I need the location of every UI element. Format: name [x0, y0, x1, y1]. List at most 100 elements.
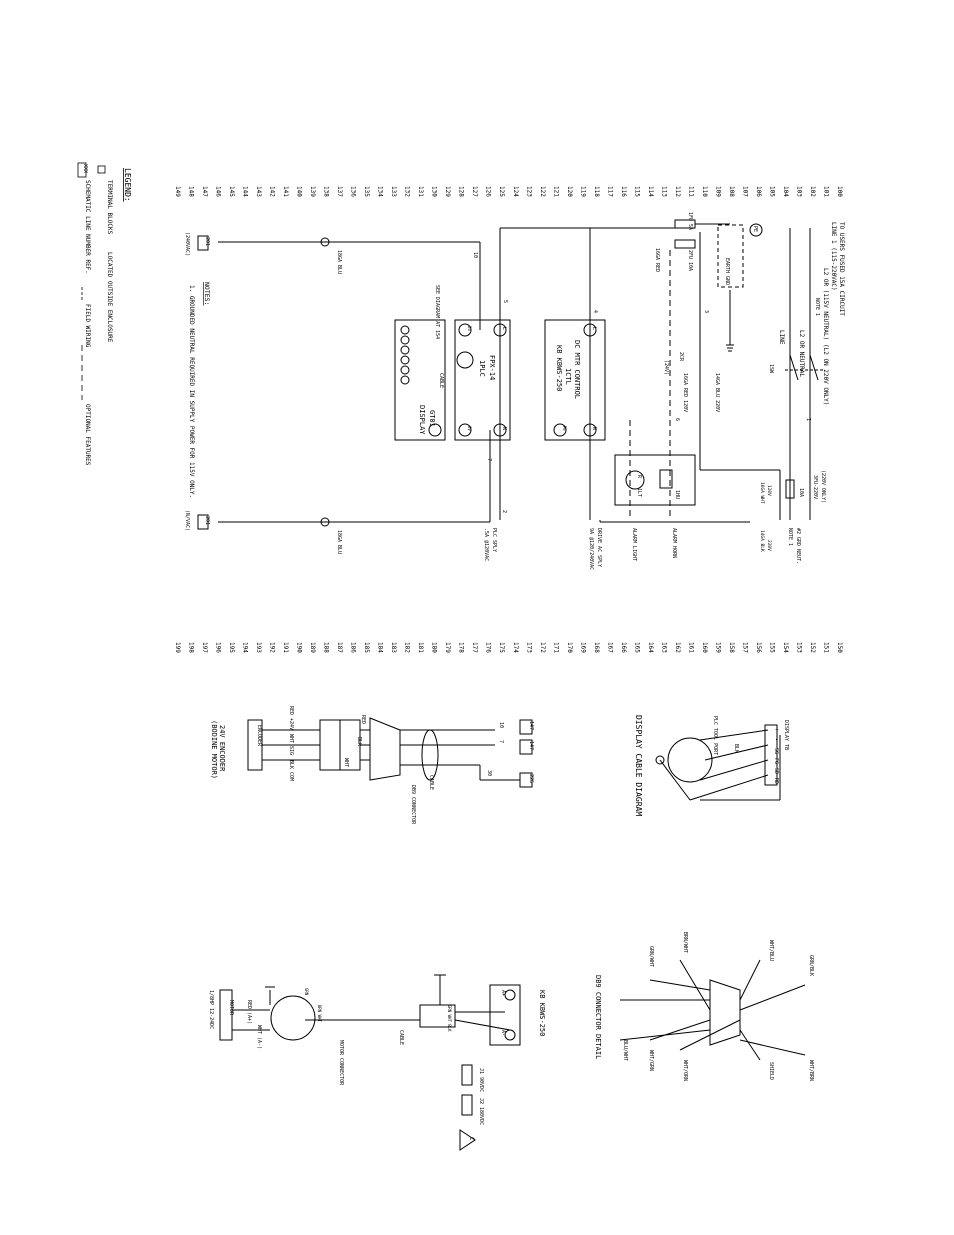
line-number-left: 146	[215, 186, 222, 197]
line-number-left: 127	[471, 186, 478, 197]
dc-control-model: KB KBWS-250	[555, 345, 563, 391]
line-number-left: 111	[687, 186, 694, 197]
line-number-left: 128	[458, 186, 465, 197]
line-number-right: 151	[823, 642, 830, 653]
display-cable-pin: SG	[773, 748, 779, 754]
legend-optional-features: OPTIONAL FEATURES	[84, 404, 91, 466]
line-1-label: LINE 1 (115-220VAC)	[830, 222, 837, 291]
display-cable-diagram	[655, 724, 781, 801]
line-number-right: 154	[782, 642, 789, 653]
line-number-right: 180	[431, 642, 438, 653]
encoder-cable: CABLE	[428, 775, 434, 790]
line-number-right: 157	[741, 642, 748, 653]
line-number-right: 155	[768, 642, 775, 653]
fuse-note-2: 3FU-220V	[812, 475, 818, 499]
line-number-left: 130	[431, 186, 438, 197]
wire-18blu-b: 18GA BLU	[336, 530, 342, 554]
line-number-right: 182	[404, 642, 411, 653]
line-number-right: 160	[701, 642, 708, 653]
encoder-sub: (BODINE MOTOR)	[210, 720, 218, 779]
display-sub: DISPLAY	[418, 405, 426, 435]
line-number-right: 172	[539, 642, 546, 653]
line-number-left: 120	[566, 186, 573, 197]
alarm-light-label: ALARM LIGHT	[631, 528, 637, 561]
display-cable-pin: RD	[773, 778, 779, 784]
switch-1sw: 1SW	[768, 364, 774, 374]
plc-sply-label: PLC SPLY	[491, 528, 497, 552]
wire-16red: 16GA RED	[654, 248, 660, 272]
alarm-light-tag: 1LT	[636, 488, 642, 497]
motor-grn-wht: GRN WHT BLK	[447, 1005, 452, 1032]
db9-blu-wht: BLU/WHT	[622, 1040, 628, 1061]
db9-grn-blk: GRN/BLK	[808, 955, 814, 976]
db9-wht-blu: WHT/BLU	[768, 940, 774, 961]
display-cable-pin: FG	[773, 758, 779, 764]
line-number-left: 136	[350, 186, 357, 197]
legend: LEGEND: TERMINAL BLOCKS LOCATED OUTSIDE …	[77, 162, 132, 466]
line-number-left: 117	[606, 186, 613, 197]
notes: NOTES: 1. GROUNDED NEUTRAL REQUIRED IN S…	[188, 282, 211, 498]
line-number-left: 148	[188, 186, 195, 197]
legend-terminal-box	[97, 165, 106, 174]
earth-ground	[717, 223, 763, 352]
db9-grn-wht: GRN/WHT	[648, 946, 654, 967]
line-number-right: 171	[552, 642, 559, 653]
line-number-left: 131	[417, 186, 424, 197]
dc-control-title: DC MTR CONTROL	[573, 340, 581, 399]
switch-contacts	[785, 354, 825, 381]
line-number-left: 104	[782, 186, 789, 197]
motor-brn-wht: BRN WHT	[317, 1005, 322, 1022]
dc-term-l: L	[591, 327, 597, 330]
line-number-left: 141	[282, 186, 289, 197]
encoder-db9: DB9 CONNECTOR	[410, 785, 416, 825]
plc-cable: CABLE	[438, 373, 444, 388]
display-cable-blk: BLK	[733, 744, 739, 753]
wire-num-1: 1	[805, 418, 811, 421]
line-number-left: 138	[323, 186, 330, 197]
line-number-right: 153	[796, 642, 803, 653]
encoder-t226: 226	[528, 774, 534, 783]
line-number-right: 156	[755, 642, 762, 653]
line-number-left: 143	[255, 186, 262, 197]
to-users-label: TO USERS FUSED 15A CIRCUIT	[838, 222, 845, 316]
encoder-w10: 10	[498, 722, 504, 728]
line-number-right: 193	[255, 642, 262, 653]
wire-14blk: 14GA BLK	[759, 530, 765, 552]
line-number-right: 181	[417, 642, 424, 653]
pe-label: PE	[752, 226, 758, 232]
line-number-left: 105	[768, 186, 775, 197]
fuse-note-1: (220V ONLY)	[820, 470, 826, 503]
terminal-201-group	[197, 235, 330, 530]
display-cable-title: DISPLAY CABLE DIAGRAM	[634, 715, 643, 816]
db9-shield: SHIELD	[768, 1062, 774, 1080]
line-number-left: 144	[242, 186, 249, 197]
display-cable-tb: DISPLAY TB	[783, 720, 789, 750]
line-number-right: 179	[444, 642, 451, 653]
plc-sply-label-2: .5A @120VAC	[483, 528, 489, 561]
line-number-right: 176	[485, 642, 492, 653]
dc-term-pe: PE	[562, 426, 567, 431]
terminal-201a: 201	[204, 237, 210, 246]
alarm-horn-label: ALARM HORN	[671, 528, 677, 558]
display-box	[394, 319, 446, 441]
db9-wht-org: WHT/ORN	[682, 1060, 688, 1081]
dc-term-n: N	[591, 427, 597, 430]
alarm-lamp: R	[636, 475, 642, 479]
plc-see-diagram: SEE DIAGRAM AT 154	[434, 285, 440, 339]
line-number-left: 123	[525, 186, 532, 197]
line-number-left: 114	[647, 186, 654, 197]
line-number-right: 162	[674, 642, 681, 653]
motor-j1: J1 90VDC	[478, 1068, 484, 1092]
wire-num-10: 10	[472, 252, 478, 258]
line-number-right: 187	[336, 642, 343, 653]
line-number-right: 178	[458, 642, 465, 653]
drive-ac-label: DRIVE AC SPLY	[596, 528, 602, 567]
fuses	[674, 219, 795, 499]
line-number-left: 121	[552, 186, 559, 197]
line-number-left: 140	[296, 186, 303, 197]
display-cable-pin: +	[773, 728, 779, 731]
line-number-right: 177	[471, 642, 478, 653]
wire-220v: 220V	[766, 540, 772, 551]
line-number-left: 116	[620, 186, 627, 197]
wire-num-5: 5	[502, 300, 508, 303]
